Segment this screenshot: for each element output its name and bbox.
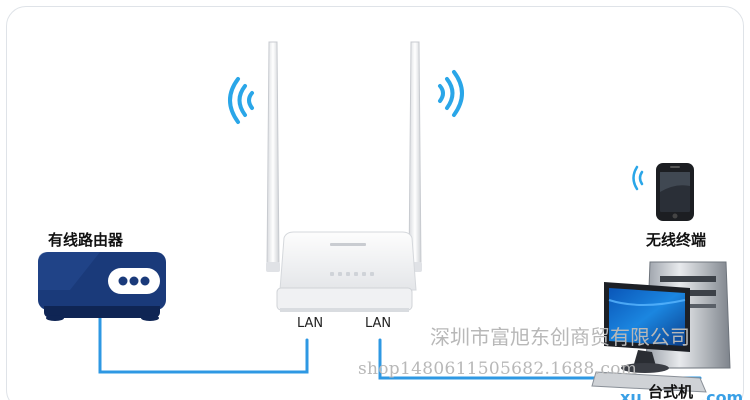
cable-left bbox=[98, 316, 309, 374]
watermark-site-prefix: xu bbox=[620, 388, 642, 400]
wired-router-label: 有线路由器 bbox=[48, 231, 124, 249]
wifi-waves-icon bbox=[438, 70, 464, 117]
wireless-terminal-label: 无线终端 bbox=[646, 231, 707, 249]
wifi-waves-icon bbox=[632, 165, 644, 191]
wifi-waves-icon bbox=[228, 77, 254, 124]
wired-router-icon bbox=[38, 252, 166, 321]
three-dots-icon bbox=[118, 276, 150, 286]
desktop-computer-icon bbox=[591, 261, 731, 393]
antenna-left bbox=[266, 41, 280, 272]
wireless-router-icon bbox=[266, 41, 422, 312]
watermark-company: 深圳市富旭东创商贸有限公司 bbox=[430, 325, 690, 349]
watermark-site-suffix: .com bbox=[700, 388, 744, 400]
cable-right bbox=[378, 338, 702, 380]
desktop-label: 台式机 bbox=[648, 383, 694, 400]
phone-icon bbox=[656, 163, 694, 221]
lan-port-left-label: LAN bbox=[297, 316, 324, 331]
lan-port-right-label: LAN bbox=[365, 316, 392, 331]
status-leds bbox=[330, 272, 374, 276]
watermark-shop-url: shop1480611505682.1688.com bbox=[358, 359, 638, 379]
